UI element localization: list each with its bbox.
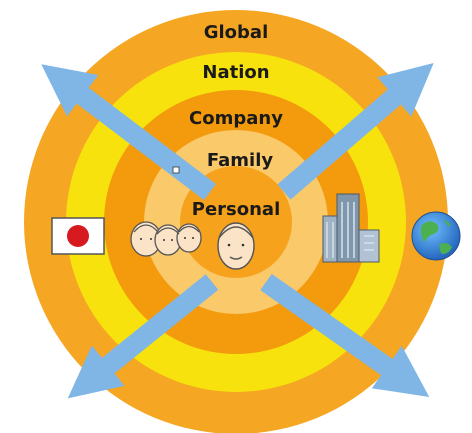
arrow-top-right bbox=[277, 63, 434, 200]
arrow-bottom-left bbox=[67, 274, 219, 399]
office-buildings-icon bbox=[322, 193, 380, 263]
expansion-arrows bbox=[41, 63, 434, 399]
arrow-bottom-right bbox=[260, 273, 430, 397]
ring-label-family: Family bbox=[207, 150, 273, 171]
ring-label-company: Company bbox=[189, 108, 283, 129]
earth-globe-icon bbox=[411, 211, 461, 261]
ring-label-global: Global bbox=[204, 22, 269, 43]
small-marker bbox=[172, 166, 180, 174]
ring-label-nation: Nation bbox=[202, 62, 269, 83]
family-faces-icon bbox=[130, 221, 202, 257]
person-face-icon bbox=[217, 222, 255, 270]
japan-flag-icon bbox=[51, 217, 105, 255]
arrow-top-left bbox=[41, 64, 217, 200]
ring-label-personal: Personal bbox=[192, 199, 281, 220]
